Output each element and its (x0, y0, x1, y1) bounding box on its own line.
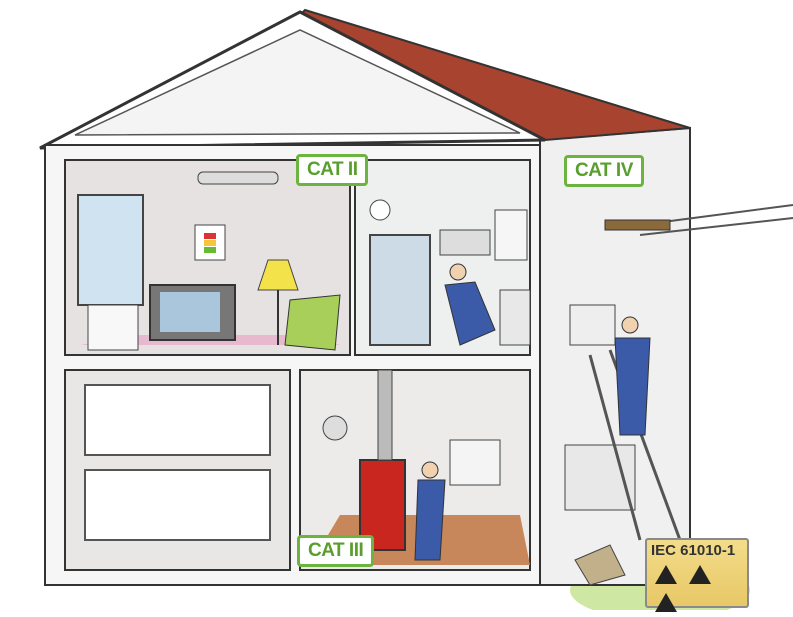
cat-iii-label: CAT III (297, 535, 375, 567)
armchair (284, 294, 341, 351)
tool-bag (574, 544, 626, 586)
radiator (87, 304, 139, 351)
iec-standard-title: IEC 61010-1 (651, 542, 736, 559)
iec-standard-badge: IEC 61010-1 (645, 538, 749, 612)
clock (369, 199, 391, 221)
ceiling-light (197, 171, 279, 185)
window (77, 194, 144, 306)
technician-basement (414, 479, 446, 561)
stove (499, 289, 531, 346)
refrigerator (369, 234, 431, 346)
ladder (588, 354, 642, 541)
garage-panel (84, 469, 271, 541)
warning-triangle-icon (655, 593, 677, 612)
light-fixture (322, 415, 348, 441)
technician-head (449, 263, 467, 281)
technician-kitchen (444, 281, 496, 346)
side-wall (539, 126, 691, 586)
electrical-panel (449, 439, 501, 486)
garage-panel (84, 384, 271, 456)
power-pole-bracket (604, 219, 671, 231)
warning-triangle-icon (655, 565, 677, 584)
cat-iv-label: CAT IV (564, 155, 644, 187)
meter-box (569, 304, 616, 346)
technician-exterior (614, 337, 651, 436)
chimney-pipe (377, 369, 393, 461)
microwave (439, 229, 491, 256)
cat-ii-label: CAT II (296, 154, 369, 186)
floor-lamp (257, 259, 299, 291)
warning-triangle-icon (689, 565, 711, 584)
